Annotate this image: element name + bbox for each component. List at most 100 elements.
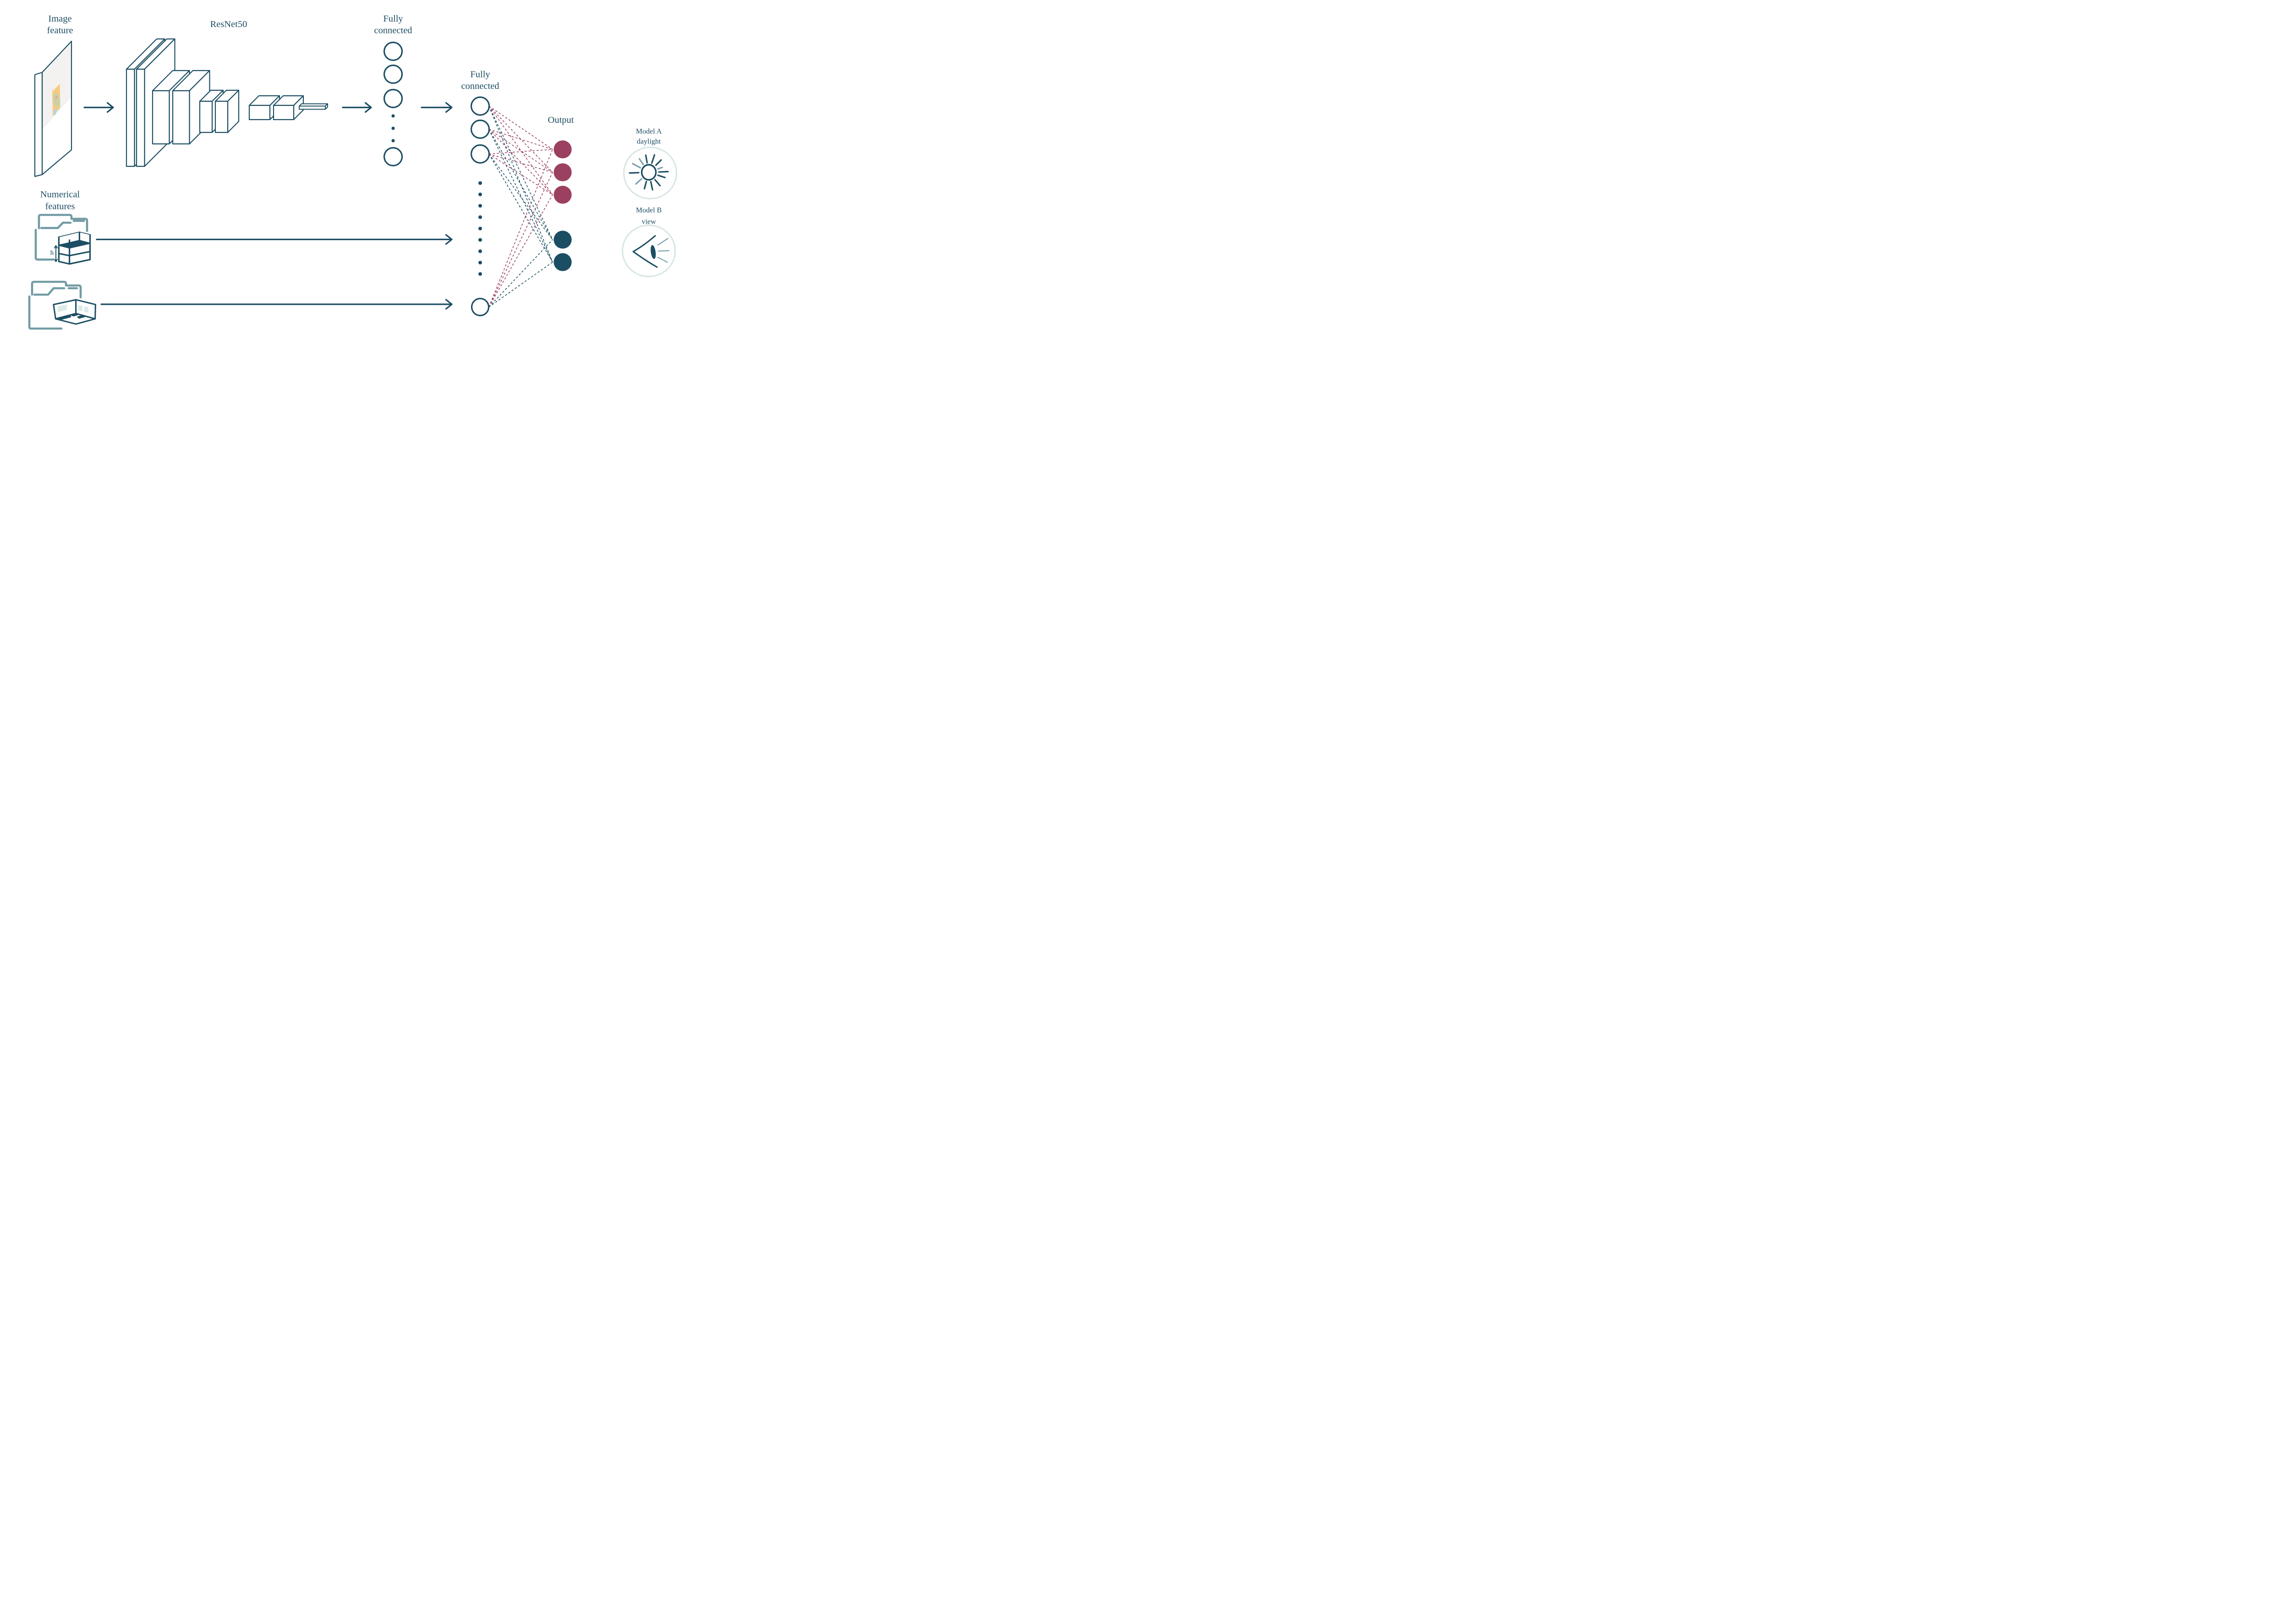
fc2-label-line2: connected [461,81,499,91]
fc2-neuron [470,119,490,139]
fc1-neuron [383,88,403,109]
connection-line [488,194,553,307]
fc2-ellipsis-dot [478,226,482,230]
fc2-ellipsis-dot [478,238,482,242]
fc1-ellipsis-dot [391,126,395,130]
resnet-box-6 [214,89,240,133]
output-node-daylight [554,140,572,159]
numerical-folder-2 [28,280,96,330]
model-b-view-icon [621,224,676,278]
panel-photo-pink-shape [55,95,58,100]
arrow-resnet-to-fc1 [342,102,372,113]
connection-line [488,105,553,150]
numerical-folder-1: h [34,214,91,265]
model-a-daylight-icon [623,146,678,200]
output-node-view [554,253,572,271]
connection-line [488,106,553,263]
model-b-halo [621,224,676,278]
fc2-ellipsis-dot [478,272,482,276]
output-node-view [554,230,572,249]
connection-line [488,106,553,195]
model-b-label-line1: Model B [636,207,662,214]
folder-icon [28,280,82,330]
connection-line [488,154,553,173]
fc1-neuron [383,147,403,167]
room-window [58,304,67,312]
numerical-features-label-line2: features [45,202,75,212]
height-measure: h [50,245,58,262]
resnet-cube-8 [273,95,304,121]
fc1-ellipsis-dot [391,139,395,143]
room-icon [53,299,96,325]
model-a-halo [623,146,678,200]
connection-line [488,149,553,154]
connection-line [488,129,553,263]
fc2-layer [470,96,490,317]
connection-line [488,154,553,195]
diagram-svg: Image feature ResNet50 Fully connected F… [28,14,678,330]
resnet50-label: ResNet50 [210,19,247,29]
room-window [84,306,88,313]
fc2-ellipsis-dot [478,181,482,185]
connection-line [488,149,553,307]
fc2-neuron-bottom [471,297,490,317]
fc2-ellipsis-dot [478,204,482,208]
arrow-numerical1-to-fc2 [96,234,453,245]
room-furniture [77,315,85,319]
panel-edge [34,71,43,177]
architecture-diagram: Image feature ResNet50 Fully connected F… [0,0,706,331]
fc1-ellipsis-dot [391,114,395,118]
folder-icon [34,214,88,261]
output-node-daylight [554,186,572,204]
fc2-neuron [470,96,490,116]
image-feature-panel-icon [34,40,72,177]
fc1-neuron [383,41,403,61]
fc2-ellipsis-dot [478,261,482,265]
connection-line [488,129,553,173]
connection-line [488,105,553,173]
flow-arrows [83,102,453,310]
connection-line [488,106,553,240]
connection-line [488,129,553,195]
model-b-label-line2: view [641,218,656,226]
image-feature-label-line2: feature [47,26,73,36]
eye-icon [632,235,670,268]
room-furniture [71,313,78,317]
fc2-label-line1: Fully [470,70,490,80]
sun-icon [629,154,669,191]
height-arrow-icon [54,245,58,262]
room-furniture [59,315,71,320]
panel-face-shading [42,41,71,130]
image-feature-label-line1: Image [48,14,71,24]
output-layer [554,140,572,271]
arrow-fc1-to-fc2 [421,102,453,113]
panel-photo-notch [52,88,54,92]
arrow-numerical2-to-fc2 [100,299,453,310]
numerical-features-label-line1: Numerical [40,190,80,200]
connection-line [488,129,553,240]
fc1-neuron [383,64,403,84]
connection-line [488,172,553,307]
output-label: Output [548,115,574,125]
connection-line [488,154,553,263]
fc2-ellipsis-dot [478,192,482,197]
fc1-layer [383,41,403,167]
output-node-daylight [554,163,572,181]
fc2-ellipsis-dot [478,249,482,253]
connection-line [488,262,553,307]
crate-icon [58,231,91,265]
arrow-image-to-resnet [83,102,114,113]
room-window [78,305,82,312]
panel-photo-green-shape [53,93,60,108]
model-a-label-line2: daylight [637,138,661,146]
connection-line [488,154,553,240]
fc1-label-line1: Fully [383,14,403,24]
connection-line [488,239,553,307]
height-symbol-label: h [50,249,54,257]
resnet50-block-stack [126,38,328,167]
panel-photo-blue-shape [54,109,58,115]
connection-line [488,129,553,150]
fc2-neuron [470,144,490,164]
model-a-label-line1: Model A [636,128,662,136]
fc1-label-line2: connected [374,26,412,36]
